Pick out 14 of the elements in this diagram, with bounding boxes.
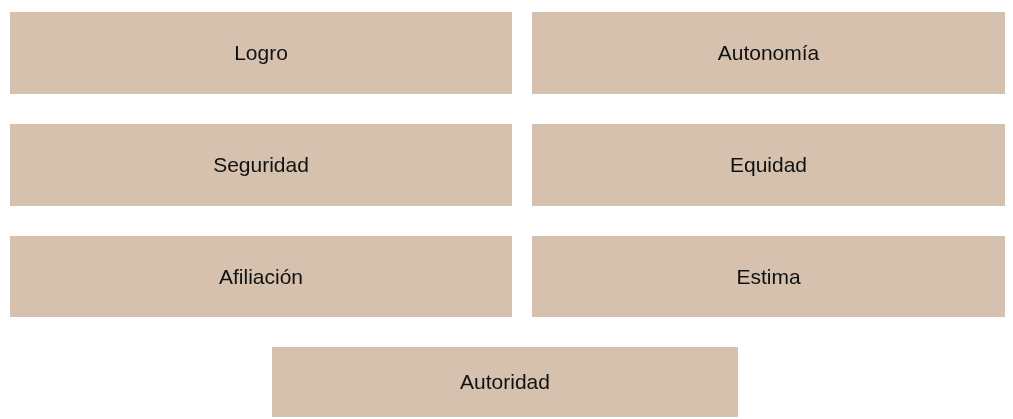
category-box — [10, 124, 512, 206]
category-box — [532, 236, 1005, 317]
category-box — [272, 347, 738, 417]
box-label: Logro — [234, 41, 288, 65]
category-box — [532, 124, 1005, 206]
box-label: Afiliación — [218, 264, 303, 289]
box-label: Autoridad — [460, 370, 550, 394]
box-label: Seguridad — [213, 153, 309, 177]
category-box — [10, 12, 512, 94]
category-box — [10, 236, 512, 317]
category-box — [532, 12, 1005, 94]
box-label: Estima — [736, 264, 801, 289]
box-label: Equidad — [729, 153, 808, 177]
box-label: Autonomía — [717, 41, 820, 65]
